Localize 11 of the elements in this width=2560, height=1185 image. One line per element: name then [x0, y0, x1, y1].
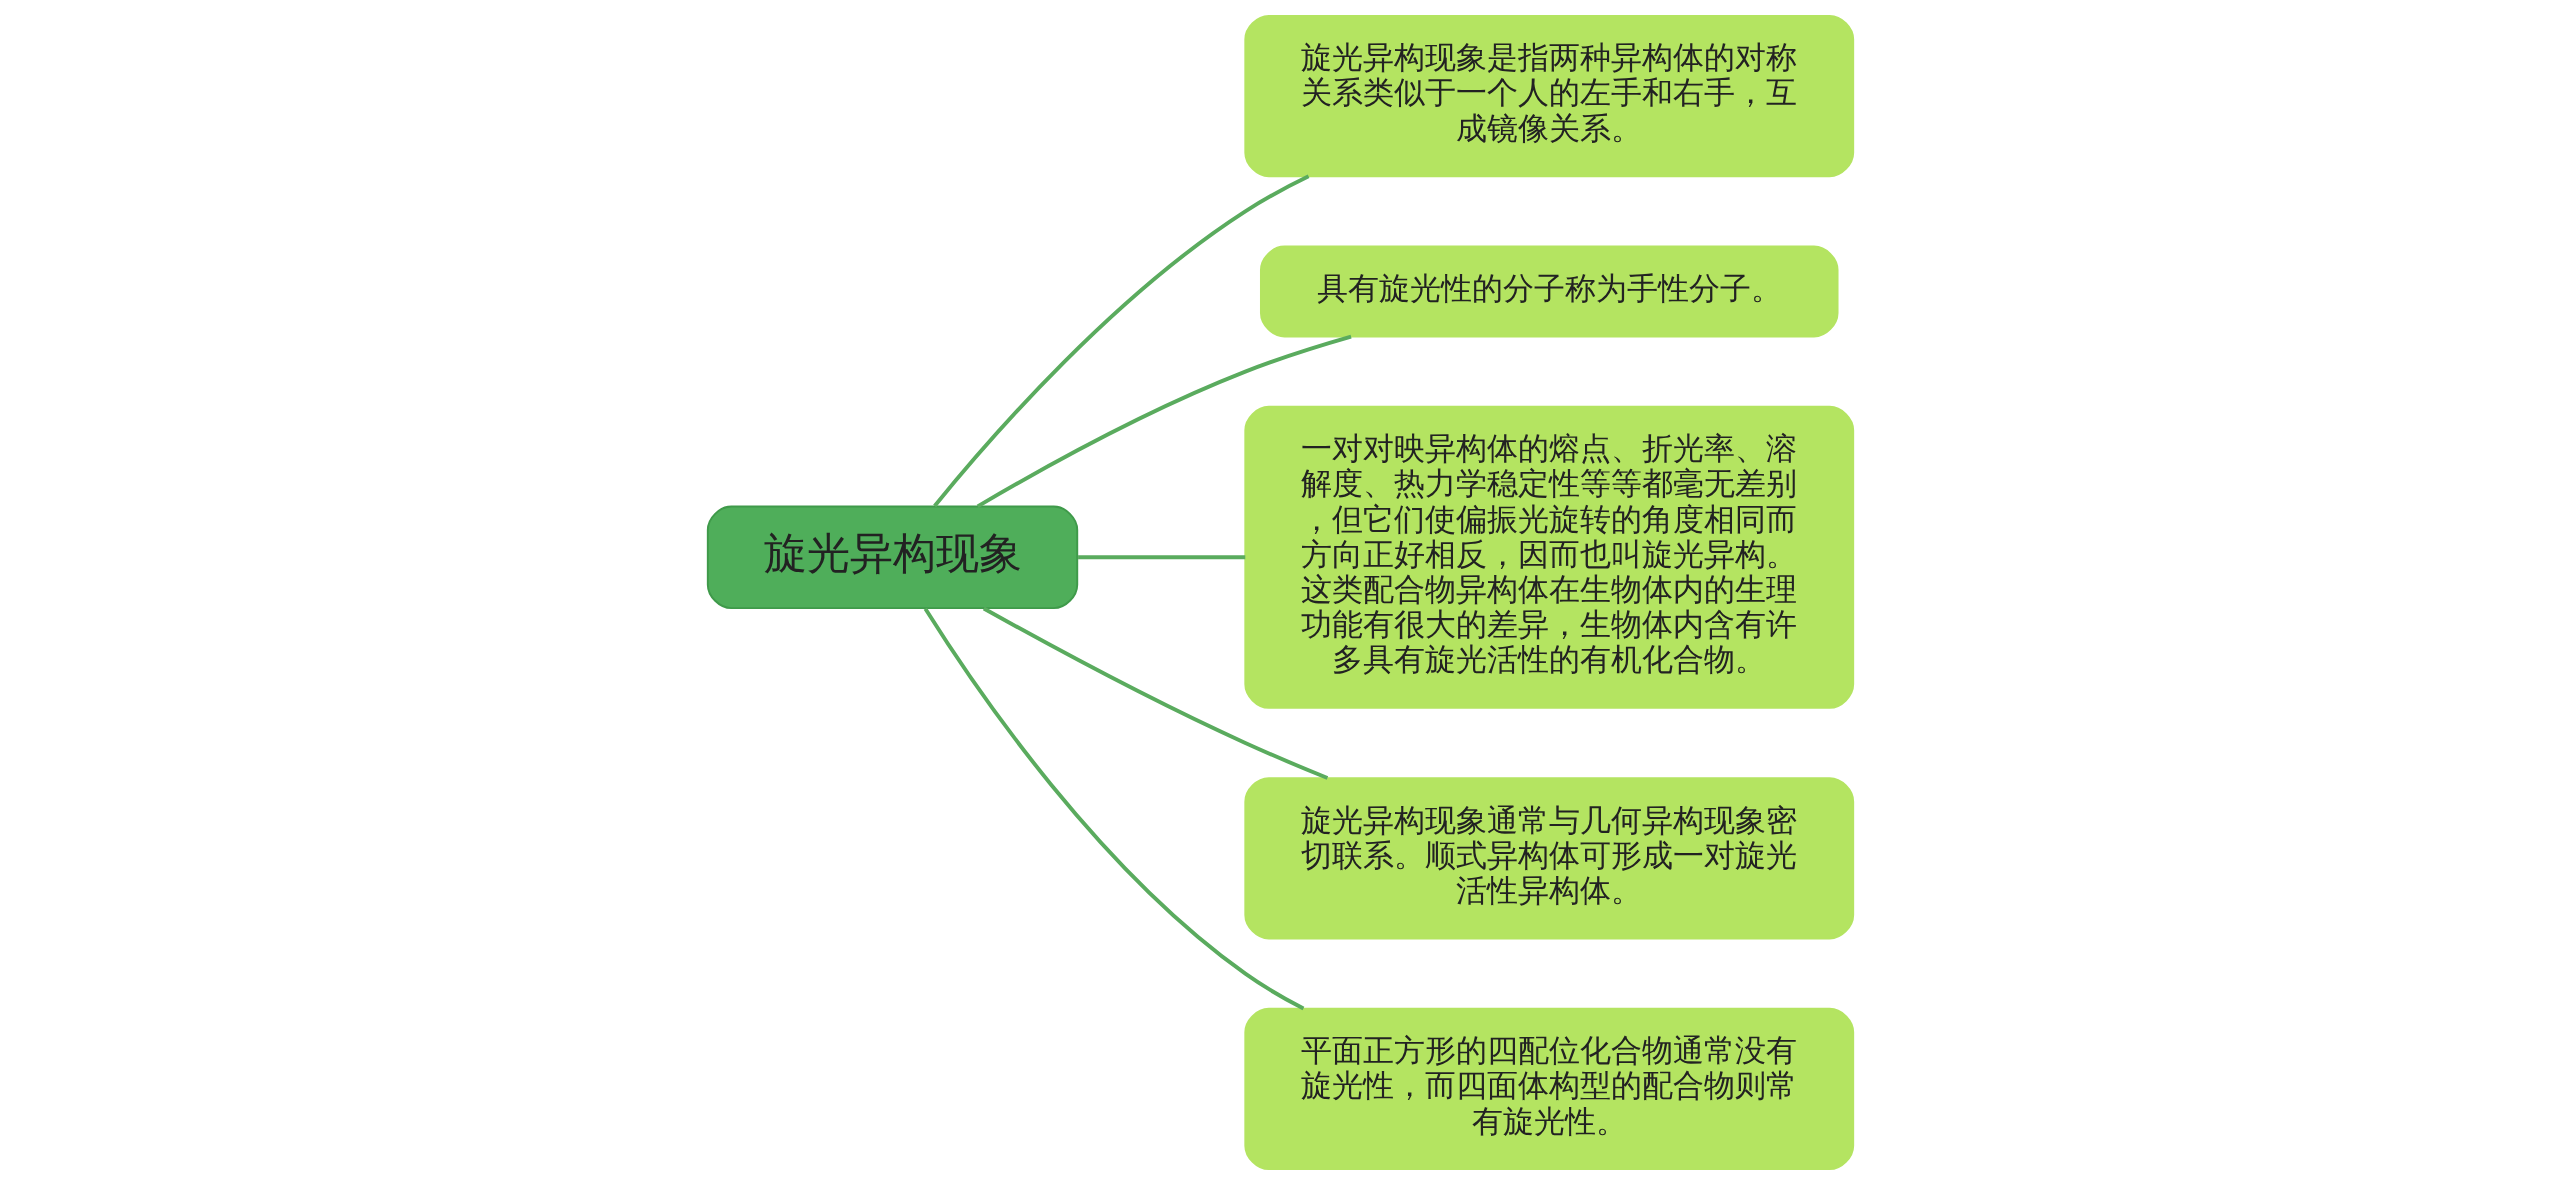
connector: [923, 607, 1304, 1011]
node-box: 具有旋光性的分子称为手性分子。: [1259, 245, 1839, 338]
node-box: 平面正方形的四配位化合物通常没有旋光性，而四面体构型的配合物则常有旋光性。: [1243, 1007, 1854, 1171]
node-box: 旋光异构现象通常与几何异构现象密切联系。顺式异构体可形成一对旋光活性异构体。: [1243, 777, 1854, 940]
connector: [982, 606, 1328, 780]
connector: [932, 174, 1309, 508]
node-box: 旋光异构现象是指两种异构体的对称关系类似于一个人的左手和右手，互成镜像关系。: [1243, 14, 1854, 178]
connector: [1077, 555, 1245, 560]
connector: [976, 334, 1352, 508]
node-box: 旋光异构现象: [706, 505, 1078, 610]
node-box: 一对对映异构体的熔点、折光率、溶解度、热力学稳定性等等都毫无差别，但它们使偏振光旋转的角度相同而方向正好相反，因而也叫旋光异构。这类配合物异构体在生物体内的生理功能有很大的差异，生物体内含有许多具有旋光活性的有机化合物。: [1243, 405, 1854, 709]
